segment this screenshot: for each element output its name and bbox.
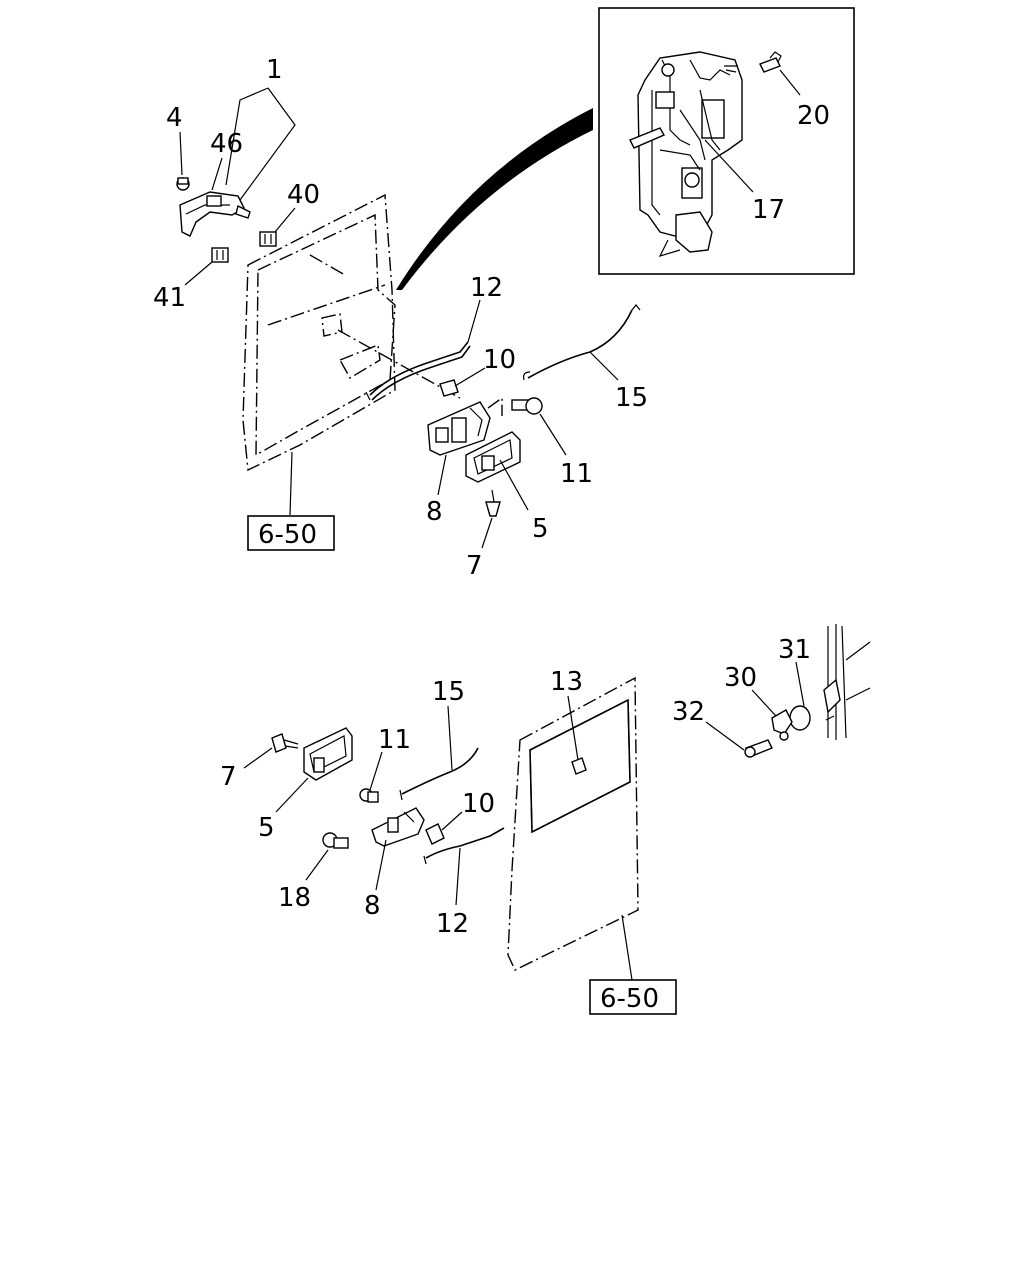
callout-18: 18 bbox=[278, 883, 311, 913]
callout-7-bottom: 7 bbox=[220, 762, 237, 792]
latch-mechanism-part bbox=[629, 51, 743, 257]
rod-part-15 bbox=[523, 304, 641, 381]
clip-part-13 bbox=[571, 757, 587, 775]
clip-part-10-bottom bbox=[425, 823, 445, 845]
callout-15-bottom: 15 bbox=[432, 677, 465, 707]
callout-12: 12 bbox=[470, 273, 503, 303]
callout-46: 46 bbox=[210, 129, 243, 159]
rod-part-12 bbox=[365, 341, 471, 401]
detail-pointer bbox=[396, 108, 593, 290]
striker-part-31 bbox=[789, 705, 811, 731]
screw-part-7 bbox=[485, 489, 501, 517]
striker-part-30 bbox=[771, 709, 793, 741]
callout-10-bottom: 10 bbox=[462, 789, 495, 819]
callout-8: 8 bbox=[426, 497, 443, 527]
callout-4: 4 bbox=[166, 103, 183, 133]
inset-detail: 20 17 bbox=[598, 7, 855, 275]
ref-label-bottom: 6-50 bbox=[600, 984, 659, 1014]
callout-5: 5 bbox=[532, 514, 549, 544]
door-panel-top bbox=[242, 193, 396, 516]
callout-5-bottom: 5 bbox=[258, 813, 275, 843]
bolt-part-11-bottom bbox=[359, 788, 379, 803]
screw-part-32 bbox=[744, 739, 773, 758]
pad-part-40 bbox=[259, 231, 277, 247]
callout-13: 13 bbox=[550, 667, 583, 697]
callout-32: 32 bbox=[672, 697, 705, 727]
screw-part-7-bottom bbox=[271, 733, 299, 753]
door-panel-bottom bbox=[507, 676, 639, 981]
handle-part-1 bbox=[179, 191, 251, 237]
bolt-part-4 bbox=[176, 177, 190, 191]
handle-part-5-bottom bbox=[303, 727, 353, 781]
inset-frame bbox=[598, 7, 855, 275]
clip-part-10 bbox=[439, 379, 459, 397]
screw-part-20 bbox=[759, 51, 782, 73]
bolt-part-11 bbox=[511, 397, 543, 415]
ref-label-top: 6-50 bbox=[258, 520, 317, 550]
rod-part-15-bottom bbox=[399, 747, 479, 801]
callout-1: 1 bbox=[266, 55, 283, 85]
callout-40: 40 bbox=[287, 180, 320, 210]
rod-part-12-bottom bbox=[423, 827, 505, 865]
callout-20: 20 bbox=[797, 101, 830, 131]
ref-box-top bbox=[247, 515, 335, 551]
bolt-part-18 bbox=[322, 832, 349, 849]
callout-15: 15 bbox=[615, 383, 648, 413]
handle-part-5 bbox=[465, 431, 521, 483]
callout-30: 30 bbox=[724, 663, 757, 693]
callout-41: 41 bbox=[153, 283, 186, 313]
callout-12-bottom: 12 bbox=[436, 909, 469, 939]
latch-part-8 bbox=[427, 401, 491, 456]
callout-10: 10 bbox=[483, 345, 516, 375]
latch-part-8-bottom bbox=[371, 807, 425, 847]
ref-box-bottom bbox=[589, 979, 677, 1015]
callout-11: 11 bbox=[560, 459, 593, 489]
door-frame-edge bbox=[823, 624, 871, 740]
callout-11-bottom: 11 bbox=[378, 725, 411, 755]
callout-8-bottom: 8 bbox=[364, 891, 381, 921]
callout-7: 7 bbox=[466, 551, 483, 581]
callout-31: 31 bbox=[778, 635, 811, 665]
pad-part-41 bbox=[211, 247, 229, 263]
callout-17: 17 bbox=[752, 195, 785, 225]
